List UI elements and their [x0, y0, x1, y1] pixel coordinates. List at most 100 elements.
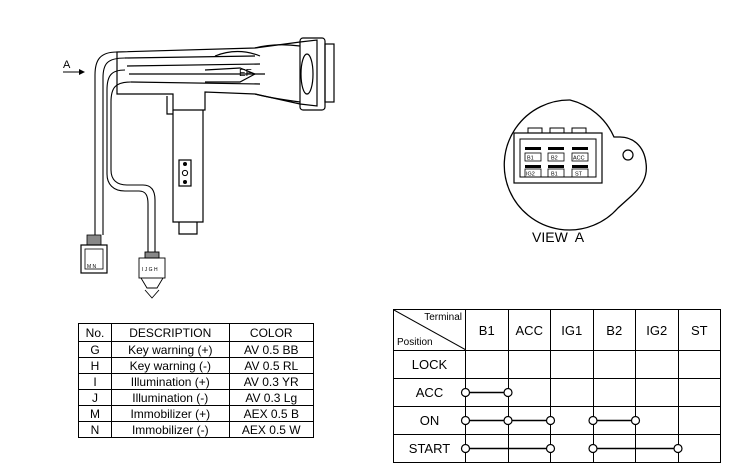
wire-color: AV 0.3 Lg — [228, 389, 315, 406]
wire-description: Key warning (-) — [111, 357, 230, 374]
table-cell — [592, 434, 636, 463]
table-row: H Key warning (-) AV 0.5 RL — [77, 357, 315, 374]
table-cell — [677, 434, 721, 463]
part-label-ef: EF — [239, 68, 252, 79]
wire-description: Immobilizer (-) — [111, 421, 230, 438]
table-cell — [550, 434, 594, 463]
terminal-label: B2 — [551, 156, 558, 162]
terminal-header-row: Terminal Position B1 ACC IG1 B2 IG2 ST — [393, 309, 721, 351]
position-row: START — [393, 434, 721, 463]
terminal-header: B1 — [465, 309, 509, 351]
wire-no: J — [77, 389, 113, 406]
wire-color: AEX 0.5 W — [228, 421, 315, 438]
switch-body — [116, 37, 335, 111]
terminal-label: IG2 — [526, 172, 535, 178]
view-a-connector: B1 B2 ACC IG2 B1 ST — [503, 99, 648, 231]
connector-latches — [527, 127, 587, 133]
left-connector-label: M N — [87, 264, 97, 270]
header-no: No. — [77, 323, 113, 342]
table-row: I Illumination (+) AV 0.3 YR — [77, 373, 315, 390]
terminal-ring — [181, 169, 189, 177]
table-cell — [677, 350, 721, 379]
terminal-row-2: IG2 B1 ST — [524, 165, 589, 178]
terminal-dot — [183, 162, 187, 166]
wire-description: Illumination (+) — [111, 373, 230, 390]
table-cell — [592, 406, 636, 435]
table-cell — [635, 406, 679, 435]
wire-no: I — [77, 373, 113, 390]
table-row: G Key warning (+) AV 0.5 BB — [77, 341, 315, 358]
terminal-header: ST — [677, 309, 721, 351]
wire-table-header-row: No. DESCRIPTION COLOR — [77, 323, 315, 342]
wire-harness-left — [94, 51, 126, 235]
wire-no: H — [77, 357, 113, 374]
terminal-continuity-table: Terminal Position B1 ACC IG1 B2 IG2 ST L… — [393, 309, 721, 463]
view-a-caption: VIEW A — [532, 229, 585, 245]
terminal-label: B1 — [527, 156, 534, 162]
wire-description: Immobilizer (+) — [111, 405, 230, 422]
wire-no: G — [77, 341, 113, 358]
table-cell — [465, 406, 509, 435]
terminal-label: ACC — [573, 156, 585, 162]
table-row: N Immobilizer (-) AEX 0.5 W — [77, 421, 315, 438]
terminal-header: IG2 — [635, 309, 679, 351]
wire-no: M — [77, 405, 113, 422]
wire-no: N — [77, 421, 113, 438]
position-label: LOCK — [393, 350, 466, 379]
position-row: LOCK — [393, 350, 721, 379]
table-cell — [677, 406, 721, 435]
table-cell — [507, 406, 551, 435]
wire-description: Key warning (+) — [111, 341, 230, 358]
connector-outer — [513, 132, 603, 184]
wire-color: AV 0.3 YR — [228, 373, 315, 390]
corner-terminal-label: Terminal — [424, 312, 462, 323]
table-cell — [635, 350, 679, 379]
table-cell — [550, 378, 594, 407]
position-label: ON — [393, 406, 466, 435]
header-description: DESCRIPTION — [111, 323, 230, 342]
position-label: START — [393, 434, 466, 463]
wire-harness-right — [106, 69, 156, 252]
terminal-label: B1 — [551, 172, 558, 178]
table-cell — [550, 406, 594, 435]
view-arrow-head — [79, 69, 85, 75]
terminal-header: B2 — [592, 309, 636, 351]
terminal-header: ACC — [507, 309, 551, 351]
terminal-row-1: B1 B2 ACC — [524, 147, 589, 162]
wire-description: Illumination (-) — [111, 389, 230, 406]
table-cell — [465, 378, 509, 407]
table-cell — [507, 350, 551, 379]
table-cell — [550, 350, 594, 379]
terminal-dot — [183, 180, 187, 184]
left-connector: M N — [80, 234, 108, 274]
header-color: COLOR — [228, 323, 315, 342]
position-label: ACC — [393, 378, 466, 407]
corner-position-label: Position — [397, 337, 433, 348]
wire-color: AV 0.5 RL — [228, 357, 315, 374]
terminal-label: ST — [575, 172, 583, 178]
view-arrow-label: A — [63, 59, 71, 71]
table-cell — [635, 434, 679, 463]
mounting-hole — [622, 149, 634, 161]
table-row: J Illumination (-) AV 0.3 Lg — [77, 389, 315, 406]
corner-diagonal — [394, 310, 466, 350]
table-cell — [592, 350, 636, 379]
table-cell — [592, 378, 636, 407]
right-connector: I J G H — [138, 251, 166, 299]
wire-color: AEX 0.5 B — [228, 405, 315, 422]
table-cell — [635, 378, 679, 407]
table-cell — [507, 434, 551, 463]
wire-color: AV 0.5 BB — [228, 341, 315, 358]
position-row: ACC — [393, 378, 721, 407]
connector-housing — [503, 99, 648, 231]
terminal-position-corner: Terminal Position — [393, 309, 466, 351]
table-cell — [465, 350, 509, 379]
table-row: M Immobilizer (+) AEX 0.5 B — [77, 405, 315, 422]
terminal-header: IG1 — [550, 309, 594, 351]
table-cell — [465, 434, 509, 463]
right-connector-label: I J G H — [142, 267, 158, 273]
wire-description-table: No. DESCRIPTION COLOR G Key warning (+) … — [77, 323, 315, 438]
lock-cylinder-body — [166, 96, 204, 235]
table-cell — [507, 378, 551, 407]
ignition-switch-drawing: A EF M N — [63, 37, 335, 299]
